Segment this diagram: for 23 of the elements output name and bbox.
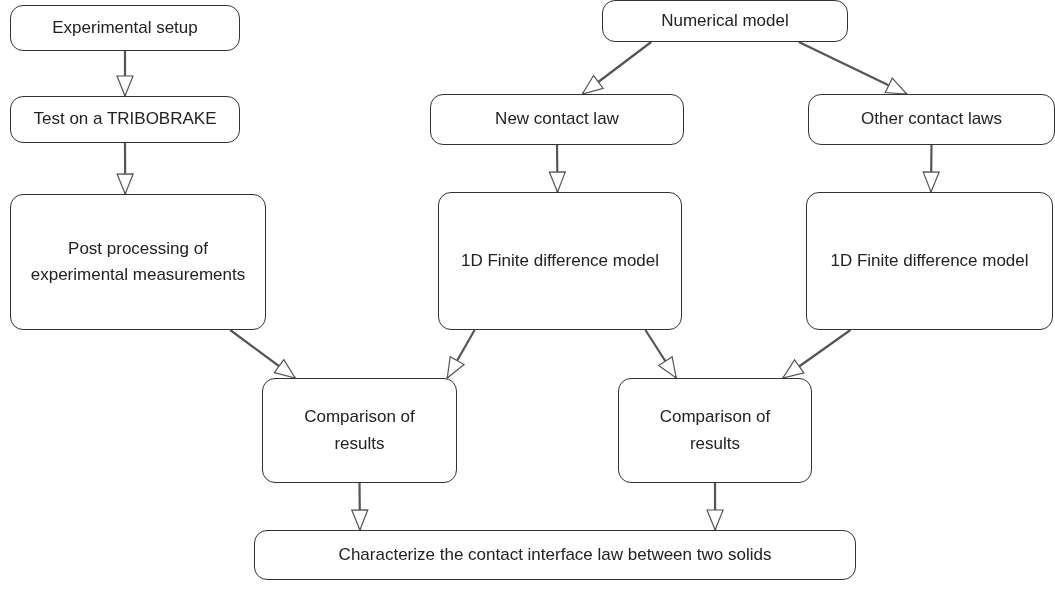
arrow	[706, 483, 724, 531]
arrow	[548, 145, 566, 193]
arrow	[351, 483, 369, 531]
process-box: Characterize the contact interface law between two solids	[254, 530, 856, 580]
arrow	[229, 329, 296, 379]
process-box: 1D Finite difference model	[806, 192, 1053, 330]
arrow	[922, 145, 940, 193]
process-box: Numerical model	[602, 0, 848, 42]
arrow	[644, 329, 678, 379]
arrow	[581, 41, 652, 95]
process-box: Post processing of experimental measurements	[10, 194, 266, 330]
process-box: Experimental setup	[10, 5, 240, 51]
arrow	[116, 143, 134, 195]
arrow	[116, 51, 134, 97]
process-box: Other contact laws	[808, 94, 1055, 145]
arrow	[798, 41, 908, 95]
arrow	[446, 329, 476, 379]
process-box: Test on a TRIBOBRAKE	[10, 96, 240, 143]
process-box: 1D Finite difference model	[438, 192, 682, 330]
process-box: New contact law	[430, 94, 684, 145]
arrow	[782, 329, 852, 379]
process-box: Comparison of results	[262, 378, 457, 483]
process-box: Comparison of results	[618, 378, 812, 483]
